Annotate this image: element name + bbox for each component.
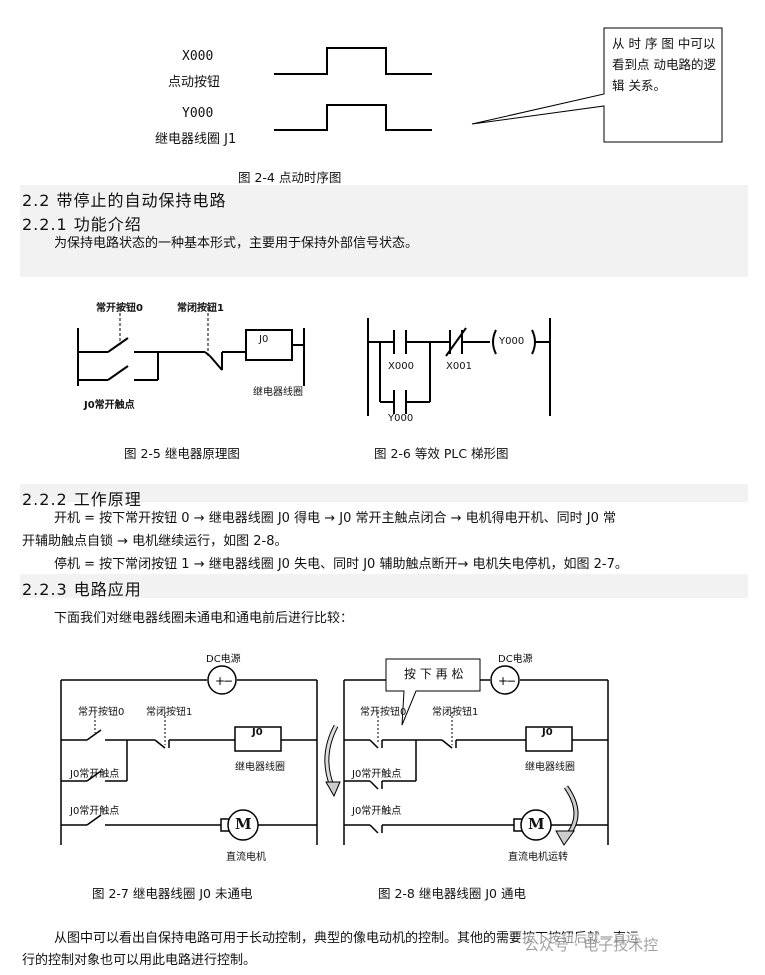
fig25-no-label: 常开按钮0 xyxy=(96,303,143,314)
fig27-circuit: + − xyxy=(60,665,318,845)
svg-text:+: + xyxy=(215,674,225,688)
fig28-caption: 图 2-8 继电器线圈 J0 通电 xyxy=(378,886,526,901)
timing-y-waveform xyxy=(274,104,432,131)
fig27-dc-label: DC电源 xyxy=(206,654,241,665)
fig26-ladder xyxy=(367,318,551,416)
timing-x-name: 点动按钮 xyxy=(168,75,221,90)
fig28-coil-name: 继电器线圈 xyxy=(525,762,575,773)
timing-diagram xyxy=(274,27,723,143)
section-2-2-heading: 2.2 带停止的自动保持电路 xyxy=(22,191,227,210)
fig28-no-label: 常开按钮0 xyxy=(360,707,407,718)
section-band-3 xyxy=(20,574,748,598)
svg-text:−: − xyxy=(506,674,516,688)
svg-text:−: − xyxy=(223,674,233,688)
fig26-y000-coil: Y000 xyxy=(499,336,525,347)
fig25-caption: 图 2-5 继电器原理图 xyxy=(124,446,240,461)
conclusion-line1: 从图中可以看出自保持电路可用于长动控制，典型的像电动机的控制。其他的需要按下按钮… xyxy=(54,931,640,946)
section-2-2-2-p1-line2: 开辅助触点自锁 → 电机继续运行，如图 2-8。 xyxy=(22,534,288,549)
conclusion-line2: 行的控制对象也可以用此电路进行控制。 xyxy=(22,953,257,968)
watermark: 公众号 · 电子技术控 xyxy=(520,934,663,955)
fig27-coil-name: 继电器线圈 xyxy=(235,762,285,773)
fig27-motor-name: 直流电机 xyxy=(226,852,266,863)
fig24-caption: 图 2-4 点动时序图 xyxy=(238,170,342,185)
timing-y-code: Y000 xyxy=(182,106,214,121)
fig28-dc-label: DC电源 xyxy=(498,654,533,665)
bubble-shape xyxy=(385,658,481,726)
fig28-bubble-text: 按 下 再 松 xyxy=(404,667,464,681)
callout-text: 从 时 序 图 中可以看到点 动电路的逻辑 关系。 xyxy=(612,36,716,93)
section-2-2-2-p1-line1: 开机 = 按下常开按钮 0 → 继电器线圈 J0 得电 → J0 常开主触点闭合… xyxy=(54,511,617,526)
fig25-nc-label: 常闭按钮1 xyxy=(177,303,224,314)
section-band xyxy=(20,185,748,277)
fig27-coil-label: J0 xyxy=(252,727,263,738)
timing-x-code: X000 xyxy=(182,49,214,64)
fig28-contact1-label: J0常开触点 xyxy=(352,769,402,780)
fig27-motor-symbol: M xyxy=(235,815,252,833)
section-2-2-3-intro: 下面我们对继电器线圈未通电和通电前后进行比较： xyxy=(54,611,354,626)
fig28-motor-symbol: M xyxy=(528,815,545,833)
fig25-coil-name: 继电器线圈 xyxy=(253,387,303,398)
fig28-coil-label: J0 xyxy=(542,727,553,738)
fig28-circuit: + − xyxy=(343,658,609,846)
fig28-contact2-label: J0常开触点 xyxy=(352,806,402,817)
fig27-caption: 图 2-7 继电器线圈 J0 未通电 xyxy=(92,886,253,901)
fig28-nc-label: 常闭按钮1 xyxy=(432,707,479,718)
fig27-nc-label: 常闭按钮1 xyxy=(146,707,193,718)
fig26-x001: X001 xyxy=(446,361,472,372)
svg-text:+: + xyxy=(498,674,508,688)
fig26-x000: X000 xyxy=(388,361,414,372)
fig25-contact-label: J0常开触点 xyxy=(84,400,135,411)
timing-x-waveform xyxy=(274,47,432,75)
curved-arrow-icon xyxy=(324,724,341,798)
fig27-contact2-label: J0常开触点 xyxy=(70,806,120,817)
section-2-2-1-body: 为保持电路状态的一种基本形式，主要用于保持外部信号状态。 xyxy=(54,236,419,251)
section-2-2-3-heading: 2.2.3 电路应用 xyxy=(22,580,142,599)
callout-box xyxy=(471,27,723,143)
section-2-2-1-heading: 2.2.1 功能介绍 xyxy=(22,215,142,234)
fig25-coil-label: J0 xyxy=(259,334,269,345)
section-2-2-2-p2: 停机 = 按下常闭按钮 1 → 继电器线圈 J0 失电、同时 J0 辅助触点断开… xyxy=(54,557,628,572)
fig27-contact1-label: J0常开触点 xyxy=(70,769,120,780)
section-band-2 xyxy=(20,484,748,502)
section-2-2-2-heading: 2.2.2 工作原理 xyxy=(22,490,142,509)
fig28-motor-name: 直流电机运转 xyxy=(508,852,568,863)
fig26-caption: 图 2-6 等效 PLC 梯形图 xyxy=(374,446,509,461)
fig26-y000-contact: Y000 xyxy=(388,413,414,424)
fig25-schematic xyxy=(77,308,305,386)
timing-y-name: 继电器线圈 J1 xyxy=(155,132,237,147)
fig27-no-label: 常开按钮0 xyxy=(78,707,125,718)
